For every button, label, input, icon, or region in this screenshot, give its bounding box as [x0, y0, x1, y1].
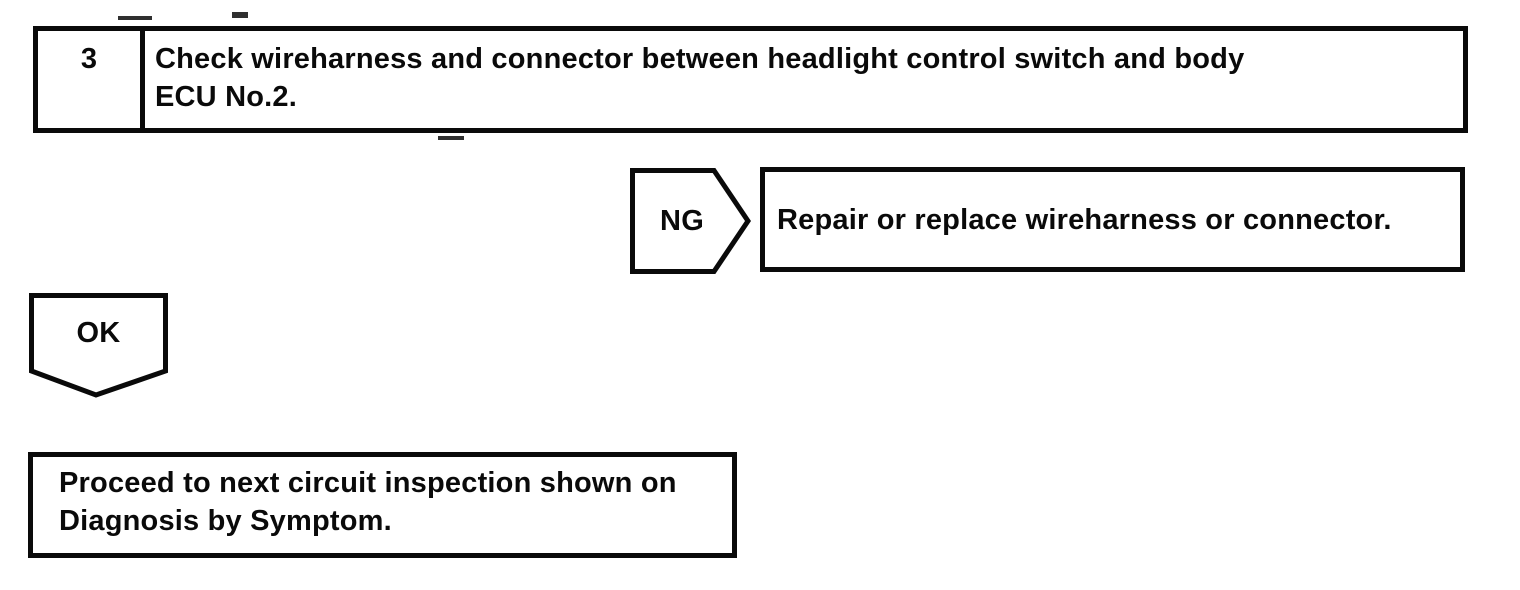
ok-label: OK: [76, 317, 121, 349]
scan-noise: [118, 16, 152, 20]
step-box: 3 Check wireharness and connector betwee…: [33, 26, 1468, 133]
ng-action-text: Repair or replace wireharness or connect…: [777, 203, 1392, 236]
ng-arrow-pentagon-shape: [630, 168, 751, 274]
ok-action-box: Proceed to next circuit inspection shown…: [28, 452, 737, 558]
scan-noise: [438, 136, 464, 140]
ng-connector: NG: [630, 168, 751, 274]
ok-arrow-pentagon-icon: [29, 293, 168, 398]
ok-action-line: Proceed to next circuit inspection shown…: [59, 467, 677, 499]
ok-connector: OK: [29, 293, 168, 399]
step-number-cell: 3: [38, 31, 145, 128]
ng-label: NG: [660, 205, 704, 237]
ng-action-box: Repair or replace wireharness or connect…: [760, 167, 1465, 272]
ng-arrow-pentagon-icon: [630, 168, 751, 274]
step-instruction-line: Check wireharness and connector between …: [155, 43, 1245, 75]
step-number: 3: [80, 43, 98, 75]
ok-arrow-pentagon-shape: [29, 293, 168, 398]
step-instruction-line: ECU No.2.: [155, 81, 297, 113]
ok-action-line: Diagnosis by Symptom.: [59, 505, 392, 537]
scan-noise: [232, 12, 248, 18]
step-instruction: Check wireharness and connector between …: [145, 31, 1254, 128]
